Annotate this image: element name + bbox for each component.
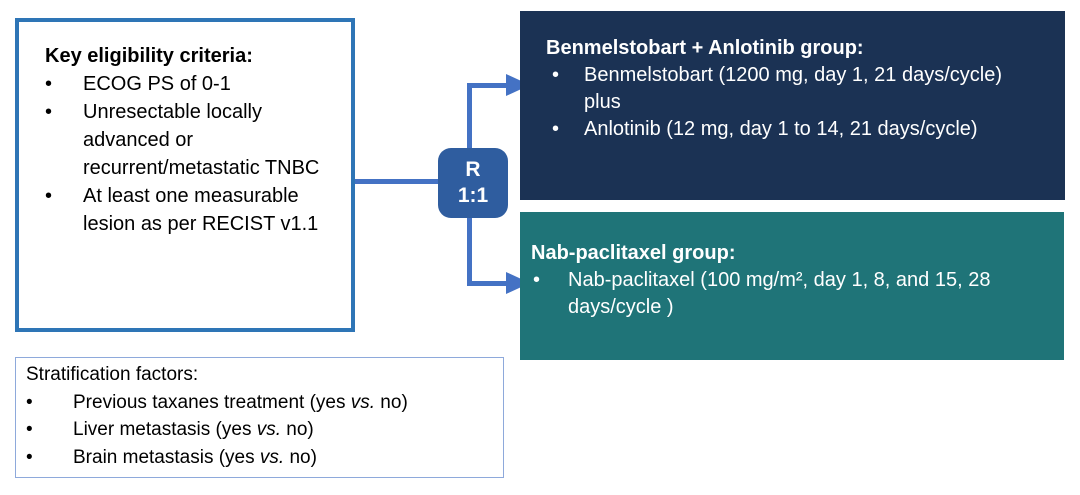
strat-item-pre: Brain metastasis (yes [73, 446, 260, 468]
bullet-marker: • [45, 185, 53, 207]
bullet-marker: • [26, 419, 33, 440]
strat-item-post: no) [375, 391, 408, 413]
list-item-text: Brain metastasis (yes vs. no) [73, 444, 495, 472]
strat-item-vs: vs. [256, 419, 282, 440]
stratification-factors-box: Stratification factors: • Previous taxan… [15, 357, 504, 478]
connector-line-main [355, 179, 438, 184]
connector-line-top-vertical [467, 83, 472, 148]
list-item: • Unresectable locally advanced or recur… [45, 98, 339, 182]
list-item: • At least one measurable lesion as per … [45, 182, 339, 238]
list-item: • Anlotinib (12 mg, day 1 to 14, 21 days… [552, 116, 1031, 143]
strat-item-pre: Liver metastasis (yes [73, 419, 257, 440]
bullet-marker: • [26, 391, 33, 413]
list-item: • Liver metastasis (yes vs. no) [26, 416, 495, 444]
list-item-text: Liver metastasis (yes vs. no) [73, 416, 495, 444]
list-item: • Previous taxanes treatment (yes vs. no… [26, 389, 495, 417]
randomization-letter: R [465, 158, 481, 181]
list-item: • ECOG PS of 0-1 [45, 70, 339, 98]
randomization-ratio: 1:1 [457, 184, 489, 207]
arm2-list: • Nab-paclitaxel (100 mg/m², day 1, 8, a… [533, 267, 1030, 321]
connector-line-bottom-vertical [467, 218, 472, 286]
list-item-text: Previous taxanes treatment (yes vs. no) [73, 389, 495, 417]
stratification-title: Stratification factors: [26, 364, 199, 385]
list-item-text: Benmelstobart (1200 mg, day 1, 21 days/c… [584, 64, 1002, 113]
list-item-text: At least one measurable lesion as per RE… [83, 185, 319, 235]
bullet-marker: • [552, 64, 560, 86]
strat-item-post: no) [281, 419, 314, 440]
connector-line-bottom-horizontal [470, 281, 508, 286]
list-item-text: Unresectable locally advanced or recurre… [83, 101, 320, 179]
bullet-marker: • [552, 118, 560, 140]
eligibility-criteria-box: Key eligibility criteria: • ECOG PS of 0… [15, 18, 355, 332]
bullet-marker: • [45, 73, 53, 95]
list-item: • Nab-paclitaxel (100 mg/m², day 1, 8, a… [533, 267, 1030, 321]
list-item-text: ECOG PS of 0-1 [83, 73, 231, 95]
arm-nab-paclitaxel-box: Nab-paclitaxel group: • Nab-paclitaxel (… [520, 212, 1064, 360]
arm1-list: • Benmelstobart (1200 mg, day 1, 21 days… [552, 62, 1031, 143]
list-item-text: Anlotinib (12 mg, day 1 to 14, 21 days/c… [584, 118, 978, 140]
arm2-title: Nab-paclitaxel group: [531, 242, 736, 264]
bullet-marker: • [26, 446, 33, 468]
stratification-list: • Previous taxanes treatment (yes vs. no… [26, 389, 495, 472]
connector-line-top-horizontal [470, 83, 508, 88]
strat-item-pre: Previous taxanes treatment (yes [73, 391, 351, 413]
bullet-marker: • [45, 101, 53, 123]
eligibility-list: • ECOG PS of 0-1 • Unresectable locally … [45, 70, 339, 238]
randomization-badge: R 1:1 [438, 148, 508, 218]
list-item: • Benmelstobart (1200 mg, day 1, 21 days… [552, 62, 1031, 116]
list-item: • Brain metastasis (yes vs. no) [26, 444, 495, 472]
bullet-marker: • [533, 269, 541, 291]
eligibility-title: Key eligibility criteria: [45, 45, 253, 67]
arm-benmelstobart-anlotinib-box: Benmelstobart + Anlotinib group: • Benme… [520, 11, 1065, 200]
strat-item-vs: vs. [259, 446, 285, 468]
strat-item-vs: vs. [350, 391, 376, 413]
arm1-title: Benmelstobart + Anlotinib group: [546, 37, 864, 59]
list-item-text: Nab-paclitaxel (100 mg/m², day 1, 8, and… [568, 269, 991, 318]
strat-item-post: no) [284, 446, 317, 468]
